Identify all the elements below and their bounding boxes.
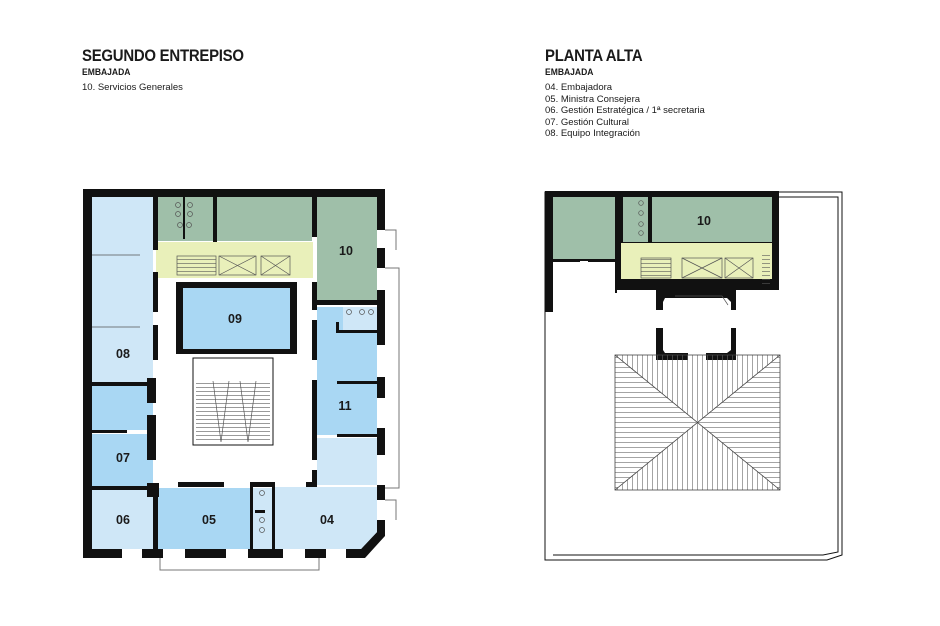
room-09	[183, 288, 290, 349]
right-plan-header: PLANTA ALTA EMBAJADA 04. Embajadora 05. …	[545, 46, 705, 140]
room-label-04: 04	[320, 513, 334, 527]
wc-block	[623, 197, 648, 242]
room-08	[92, 197, 153, 382]
right-floor-plan: 10	[544, 191, 843, 561]
legend-item: 10. Servicios Generales	[82, 82, 183, 93]
small-wc	[253, 488, 272, 549]
service-room	[217, 197, 312, 241]
room-label-11: 11	[338, 399, 351, 413]
left-plan-title: SEGUNDO ENTREPISO	[82, 46, 244, 65]
green-room	[553, 197, 615, 259]
room-06	[92, 490, 153, 549]
right-plan-subtitle: EMBAJADA	[545, 67, 594, 78]
room-07	[92, 434, 153, 486]
room-label-05: 05	[202, 513, 216, 527]
wc-block	[158, 197, 213, 241]
room-label-09: 09	[228, 312, 242, 326]
legend-item: 07. Gestión Cultural	[545, 116, 629, 128]
room-label-10: 10	[697, 214, 711, 228]
room-10	[652, 197, 772, 242]
legend-item: 05. Ministra Consejera	[545, 93, 641, 105]
right-plan-title: PLANTA ALTA	[545, 46, 643, 65]
room-05	[158, 488, 250, 549]
legend-list: 04. Embajadora 05. Ministra Consejera 06…	[545, 82, 705, 140]
room-04	[275, 487, 377, 549]
legend-item: 04. Embajadora	[545, 82, 613, 93]
left-floor-plan: 08 07 06 05 04 09 10 11	[83, 189, 400, 571]
room-07a	[92, 386, 153, 430]
legend-item: 08. Equipo Integración	[545, 128, 641, 139]
legend-item: 06. Gestión Estratégica / 1ª secretaria	[545, 105, 705, 116]
room-10	[317, 197, 377, 300]
left-plan-header: SEGUNDO ENTREPISO EMBAJADA 10. Servicios…	[82, 46, 266, 94]
left-plan-subtitle: EMBAJADA	[82, 67, 131, 78]
room-label-06: 06	[116, 513, 130, 527]
room-label-07: 07	[116, 451, 130, 465]
hip-roof	[614, 354, 781, 491]
room-label-08: 08	[116, 347, 130, 361]
room-label-10: 10	[339, 244, 353, 258]
